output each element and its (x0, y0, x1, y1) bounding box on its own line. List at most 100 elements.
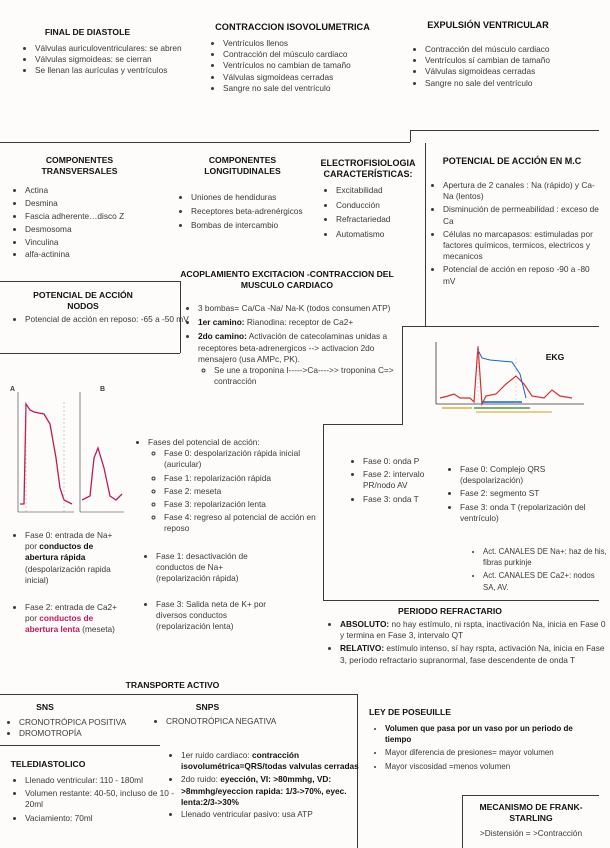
refractory-absolute-label: ABSOLUTO: (340, 619, 390, 629)
coupling-item-2-bold: 1er camino: (198, 317, 245, 328)
divider (0, 694, 357, 695)
list-item: 2do ruido: eyección, VI: >80mmhg, VD: >8… (181, 774, 369, 808)
transport-title: TRANSPORTE ACTIVO (125, 680, 220, 690)
ekg-diagram (435, 342, 584, 413)
list-item: Conducción (336, 200, 436, 211)
list-item: Automatismo (336, 229, 436, 240)
list-item: Fase 2: intervalo PR/nodo AV (363, 469, 443, 491)
list-item: Mayor viscosidad =menos volumen (385, 761, 575, 772)
list-item: Fase 0: onda P (363, 456, 443, 467)
refractory-relative-text: estímulo intenso, sí hay rspta, activaci… (340, 643, 605, 665)
list-item: Llenado ventricular: 110 - 180ml (25, 775, 175, 786)
nodes-ap-title: POTENCIAL DE ACCIÓN NODOS (33, 290, 133, 311)
list-item: CRONOTRÓPICA POSITIVA (19, 717, 169, 728)
divider (462, 795, 463, 848)
telediastolico-title: TELEDIASTOLICO (10, 759, 86, 769)
list-item: Ventrículos no cambian de tamaño (223, 60, 413, 71)
phase2-post: (meseta) (79, 624, 115, 635)
list-item: Fase 4: regreso al potencial de acción e… (164, 512, 333, 534)
poiseuille-item-1: Volumen que pasa por un vaso por un peri… (385, 724, 573, 745)
list-item: Act. CANALES DE Ca2+: nodos SA, AV. (483, 570, 608, 592)
electrophys-title: ELECTROFISIOLOGIA CARACTERÍSTICAS: (320, 158, 416, 179)
list-item: Act. CANALES DE Na+: haz de his, fibras … (483, 546, 608, 568)
list-item: Fase 1: repolarización rápida (164, 473, 333, 484)
isovolumetric-list: Ventrículos llenos Contracción del múscu… (210, 38, 413, 94)
sns-list: CRONOTRÓPICA POSITIVA DROMOTROPÍA (6, 717, 169, 739)
action-potential-mc-list: Apertura de 2 canales : Na (rápido) y Ca… (430, 180, 603, 287)
list-item: alfa-actinina (25, 249, 190, 260)
divider (462, 795, 599, 796)
list-item: Fase 0: despolarización rápida inicial (… (164, 448, 333, 470)
ekg-label: EKG (545, 352, 565, 362)
list-item: Contracción del músculo cardiaco (223, 49, 413, 60)
list-item: 1er camino: Rianodina: receptor de Ca2+ (198, 317, 413, 328)
list-item: Disminución de permeabilidad : exceso de… (443, 204, 603, 226)
poiseuille-list: Volumen que pasa por un vaso por un peri… (372, 723, 575, 772)
coupling-title: ACOPLAMIENTO EXCITACION -CONTRACCION DEL… (180, 269, 394, 290)
channels-list: Act. CANALES DE Na+: haz de his, fibras … (470, 546, 608, 593)
list-item: 3 bombas= Ca/Ca -Na/ Na-K (todos consume… (198, 303, 413, 314)
list-item: Sangre no sale del ventrículo (425, 78, 610, 89)
list-item: Fase 3: repolarización lenta (164, 499, 333, 510)
list-item: CRONOTRÓPICA NEGATIVA (166, 716, 316, 727)
divider (323, 424, 403, 425)
divider (357, 694, 358, 848)
list-item: Desmina (25, 198, 190, 209)
divider (0, 353, 180, 354)
phases-list: Fases del potencial de acción: Fase 0: d… (135, 437, 333, 535)
divider (410, 130, 599, 131)
coupling-list: 3 bombas= Ca/Ca -Na/ Na-K (todos consume… (185, 303, 413, 387)
electrophys-list: Excitabilidad Conducción Refractariedad … (323, 185, 436, 240)
divider (410, 130, 411, 142)
longitudinal-list: Uniones de hendiduras Receptores beta-ad… (178, 192, 321, 232)
list-item: Llenado ventricular pasivo: usa ATP (181, 809, 369, 820)
noise2-pre: 2do ruido: (181, 774, 221, 785)
list-item: Potencial de acción en reposo: -65 a -50… (25, 314, 190, 325)
phase0-bold: conductos de abertura rápida (25, 541, 94, 563)
list-item: Apertura de 2 canales : Na (rápido) y Ca… (443, 180, 603, 202)
list-item: 1er ruido cardiaco: contracción isovolum… (181, 750, 369, 772)
list-item: Válvulas auriculoventriculares: se abren (35, 43, 210, 54)
list-item: Fase 2: meseta (164, 486, 333, 497)
refractory-absolute-text: no hay estímulo, ni rspta, inactivación … (340, 619, 606, 641)
list-item: Fascia adherente…disco Z (25, 211, 190, 222)
divider (0, 745, 160, 746)
figure-label-b: B (100, 386, 106, 393)
divider (180, 281, 181, 353)
list-item: Potencial de acción en reposo -90 a -80 … (443, 264, 603, 286)
list-item: Fase 0: Complejo QRS (despolarización) (460, 464, 608, 486)
list-item: Sangre no sale del ventrículo (223, 83, 413, 94)
list-item: Fase 3: onda T (363, 494, 443, 505)
list-item: ABSOLUTO: no hay estímulo, ni rspta, ina… (340, 619, 608, 641)
nodes-ap-list: Potencial de acción en reposo: -65 a -50… (12, 314, 190, 325)
list-item: Contracción del músculo cardiaco (425, 44, 610, 55)
coupling-item-1: 3 bombas= Ca/Ca -Na/ Na-K (todos consume… (198, 303, 391, 313)
figure-label-a: A (10, 386, 16, 393)
ecg-phases-list: Fase 0: onda P Fase 2: intervalo PR/nodo… (350, 456, 443, 505)
list-item: Receptores beta-adrenérgicos (191, 206, 321, 217)
coupling-sub-item: Se une a troponina I----->Ca---->> tropo… (214, 365, 413, 387)
refractory-title: PERIODO REFRACTARIO (398, 606, 502, 616)
noise1-pre: 1er ruido cardiaco: (181, 750, 253, 760)
list-item: RELATIVO: estímulo intenso, sí hay rspta… (340, 643, 608, 665)
list-item: Volumen restante: 40-50, incluso de 10 -… (25, 788, 175, 810)
list-item: DROMOTROPÍA (19, 728, 169, 739)
heart-noises-list: 1er ruido cardiaco: contracción isovolum… (168, 750, 369, 820)
left-phases-list: Fase 0: entrada de Na+ por conductos de … (12, 530, 125, 636)
ejection-list: Contracción del músculo cardiaco Ventríc… (412, 44, 610, 89)
list-item: 2do camino: Activación de catecolaminas … (198, 331, 413, 387)
list-item: Fase 3: Salida neta de K+ por diversos c… (156, 599, 276, 633)
action-potential-figure: A B (10, 386, 128, 516)
divider (0, 142, 410, 143)
refractory-list: ABSOLUTO: no hay estímulo, ni rspta, ina… (327, 619, 608, 666)
telediastolico-list: Llenado ventricular: 110 - 180ml Volumen… (12, 775, 175, 824)
isovolumetric-title: CONTRACCION ISOVOLUMETRICA (215, 22, 370, 32)
phase2-bold: conductos de abertura lenta (25, 613, 94, 635)
longitudinal-title: COMPONENTES LONGITUDINALES (204, 155, 281, 176)
final-diastole-list: Válvulas auriculoventriculares: se abren… (22, 43, 210, 77)
final-diastole-title: FINAL DE DIASTOLE (44, 27, 131, 37)
list-item: Actina (25, 185, 190, 196)
divider (323, 424, 324, 600)
list-item: Vinculina (25, 237, 190, 248)
list-item: Fase 2: segmento ST (460, 488, 608, 499)
